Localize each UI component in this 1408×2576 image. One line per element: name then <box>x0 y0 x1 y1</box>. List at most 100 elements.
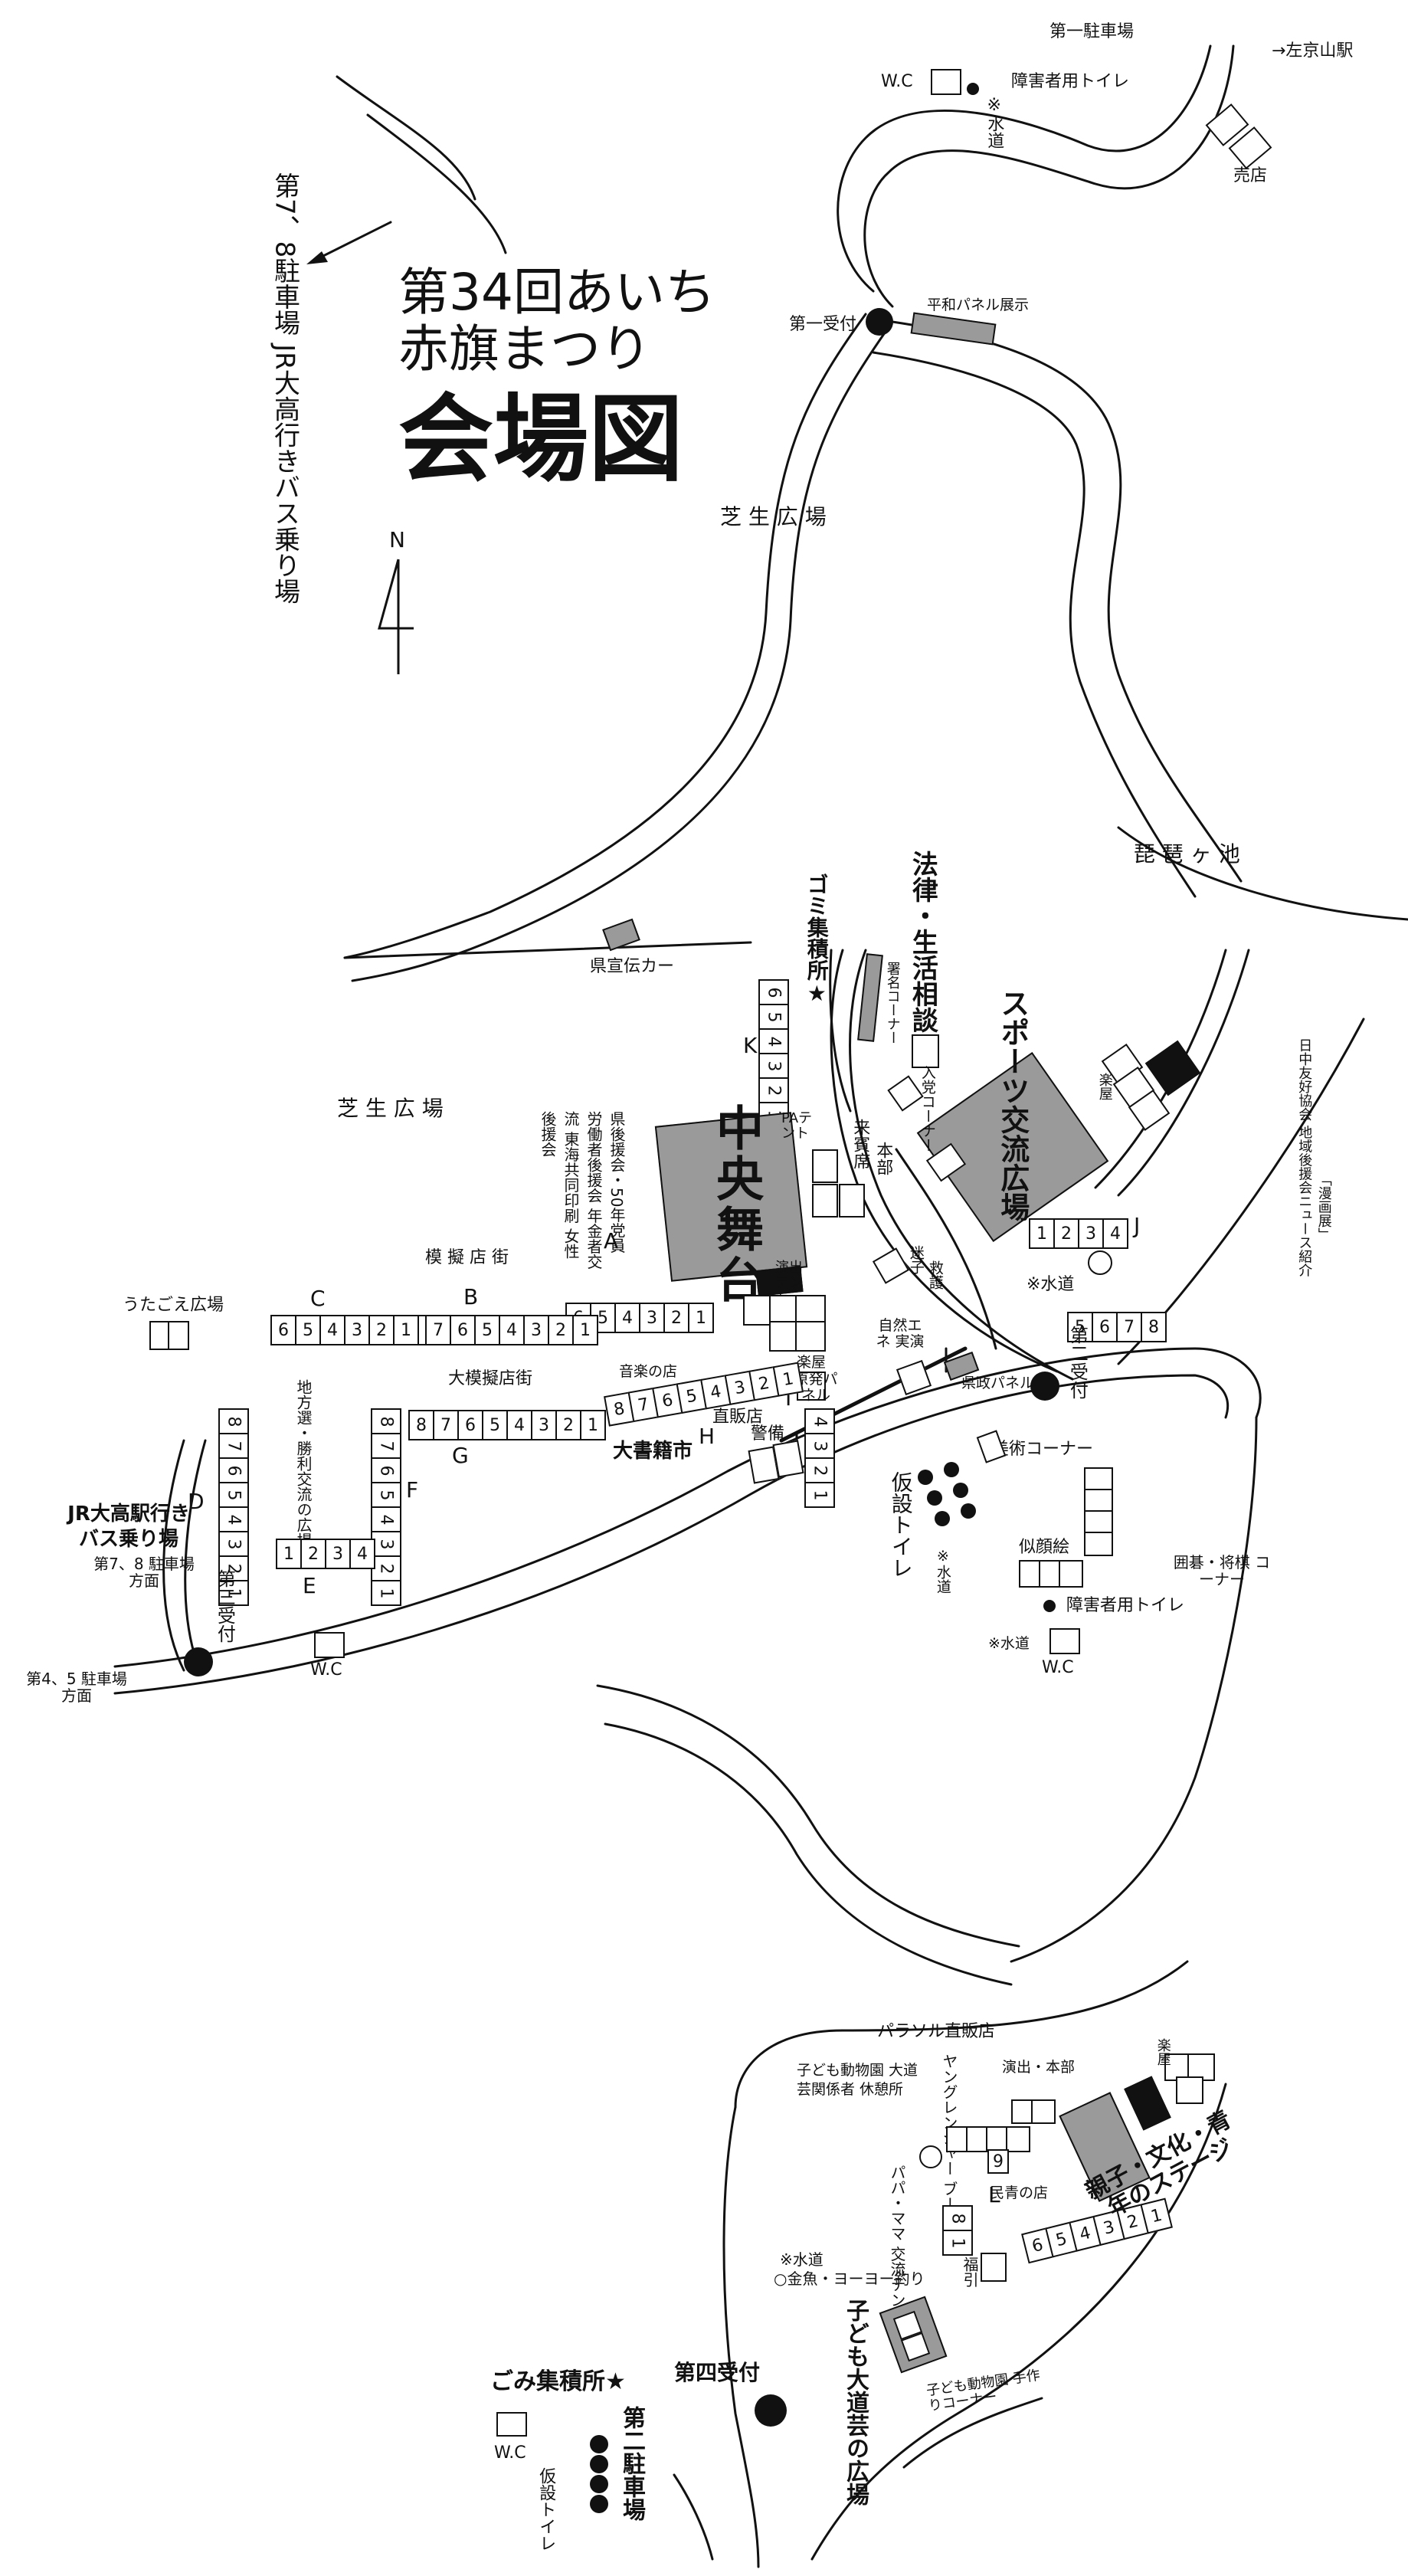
pa-tent-label: PAテント <box>781 1110 813 1142</box>
stall-J-6[interactable]: 6 <box>1092 1312 1118 1342</box>
stall-A-3[interactable]: 3 <box>639 1303 665 1333</box>
reception-2-dot <box>1030 1372 1059 1401</box>
stall-E-1[interactable]: 1 <box>276 1539 302 1569</box>
stall-row-K: 6 5 4 3 2 1 <box>758 979 789 1128</box>
stall-D-4[interactable]: 4 <box>218 1506 249 1532</box>
stall-B-4[interactable]: 4 <box>499 1315 525 1345</box>
stall-A-4[interactable]: 4 <box>614 1303 640 1333</box>
reception-1-label: 第一受付 <box>789 315 857 334</box>
stall-J-2[interactable]: 2 <box>1053 1218 1079 1249</box>
natural-energy-label: 自然エネ 実演 <box>876 1317 925 1350</box>
stall-F-8[interactable]: 8 <box>371 1408 401 1434</box>
stall-G-8[interactable]: 8 <box>408 1410 434 1440</box>
block-C-label: C <box>310 1286 326 1311</box>
stall-F-1[interactable]: 1 <box>371 1580 401 1606</box>
stall-row-C: 6 5 4 3 2 1 <box>270 1315 419 1345</box>
water-circle-j <box>1088 1250 1112 1275</box>
sakyoyama-direction: →左京山駅 <box>1272 41 1354 61</box>
guest-box-1 <box>812 1184 838 1218</box>
stall-F-4[interactable]: 4 <box>371 1506 401 1532</box>
stall-I-2[interactable]: 3 <box>804 1433 835 1459</box>
stall-row-F: 8 7 6 5 4 3 2 1 <box>371 1408 401 1606</box>
stall-C-5[interactable]: 5 <box>295 1315 321 1345</box>
hq-south-box-2 <box>1031 2099 1056 2124</box>
stall-B-6[interactable]: 6 <box>450 1315 476 1345</box>
reception-3-label: 第三受付 <box>214 1569 236 1643</box>
stall-J-3[interactable]: 3 <box>1078 1218 1104 1249</box>
reception-4-label: 第四受付 <box>674 2360 761 2385</box>
stall-K-4[interactable]: 3 <box>758 1053 789 1079</box>
stall-B-1[interactable]: 1 <box>572 1315 598 1345</box>
disabled-toilet-top-dot <box>967 83 979 95</box>
block-D-label: D <box>188 1489 205 1514</box>
stall-I-1[interactable]: 4 <box>804 1408 835 1434</box>
stall-L-9[interactable]: 9 <box>987 2149 1009 2174</box>
stall-row-B: 8 7 6 5 4 3 2 1 <box>401 1315 598 1345</box>
stall-B-5[interactable]: 5 <box>474 1315 500 1345</box>
stall-F-2[interactable]: 2 <box>371 1555 401 1581</box>
stall-D-6[interactable]: 6 <box>218 1457 249 1483</box>
stage-grid-4 <box>769 1321 800 1352</box>
stall-G-2[interactable]: 2 <box>555 1410 581 1440</box>
block-F-label: F <box>406 1477 419 1503</box>
parasol-label: パラソル直販店 <box>877 2022 996 2041</box>
stall-I-3[interactable]: 2 <box>804 1457 835 1483</box>
stall-C-3[interactable]: 3 <box>344 1315 370 1345</box>
stall-E-3[interactable]: 3 <box>325 1539 351 1569</box>
stall-F-6[interactable]: 6 <box>371 1457 401 1483</box>
stall-E-2[interactable]: 2 <box>300 1539 326 1569</box>
stall-D-1[interactable]: 1 <box>218 1580 249 1606</box>
lottery-box <box>981 2253 1007 2282</box>
stall-G-5[interactable]: 5 <box>482 1410 508 1440</box>
sports-plaza-label: スポーツ交流広場 <box>995 988 1030 1221</box>
lost-child-label: 迷子 <box>907 1245 925 1274</box>
stall-K-1[interactable]: 6 <box>758 979 789 1005</box>
stall-K-2[interactable]: 5 <box>758 1004 789 1030</box>
stall-J-1[interactable]: 1 <box>1029 1218 1055 1249</box>
stall-G-3[interactable]: 3 <box>531 1410 557 1440</box>
stall-row-J-top: 1 2 3 4 <box>1029 1218 1128 1249</box>
stall-F-3[interactable]: 3 <box>371 1531 401 1557</box>
stall-G-1[interactable]: 1 <box>580 1410 606 1440</box>
road-east-outer <box>891 320 1243 883</box>
law-consult-box <box>912 1034 939 1068</box>
reception-3-dot <box>184 1647 213 1676</box>
stall-D-8[interactable]: 8 <box>218 1408 249 1434</box>
stall-D-3[interactable]: 3 <box>218 1531 249 1557</box>
stall-L-8[interactable]: 8 <box>942 2205 973 2231</box>
stall-K-3[interactable]: 4 <box>758 1028 789 1054</box>
stall-B-7[interactable]: 7 <box>425 1315 451 1345</box>
stall-L-1s[interactable]: 1 <box>942 2230 973 2256</box>
temp-toilet-dot-4 <box>953 1483 968 1498</box>
stall-J-4[interactable]: 4 <box>1102 1218 1128 1249</box>
stall-C-2[interactable]: 2 <box>368 1315 395 1345</box>
stall-B-2[interactable]: 2 <box>548 1315 574 1345</box>
stall-F-5[interactable]: 5 <box>371 1482 401 1508</box>
stall-E-4[interactable]: 4 <box>349 1539 375 1569</box>
parasol-circle <box>919 2145 942 2168</box>
pond-shore-b <box>1117 949 1250 1197</box>
stall-C-6[interactable]: 6 <box>270 1315 296 1345</box>
wc-box-2 <box>1049 1628 1080 1654</box>
stall-A-1[interactable]: 1 <box>688 1303 714 1333</box>
stall-G-6[interactable]: 6 <box>457 1410 483 1440</box>
stall-A-2[interactable]: 2 <box>663 1303 689 1333</box>
ranger-box-4 <box>1006 2126 1030 2152</box>
stall-H-1[interactable]: 1 <box>772 1362 804 1397</box>
stall-G-7[interactable]: 7 <box>433 1410 459 1440</box>
stall-D-5[interactable]: 5 <box>218 1482 249 1508</box>
stall-F-7[interactable]: 7 <box>371 1433 401 1459</box>
stall-K-5[interactable]: 2 <box>758 1077 789 1103</box>
stall-I-4[interactable]: 1 <box>804 1482 835 1508</box>
main-stage-label: 中央舞台 <box>708 1103 764 1306</box>
stall-J-7[interactable]: 7 <box>1116 1312 1142 1342</box>
manga-exhibit-label: 「漫画展」 <box>1315 1172 1332 1241</box>
stall-D-7[interactable]: 7 <box>218 1433 249 1459</box>
stall-row-G: 8 7 6 5 4 3 2 1 <box>408 1410 606 1440</box>
stall-B-3[interactable]: 3 <box>523 1315 549 1345</box>
stall-G-4[interactable]: 4 <box>506 1410 532 1440</box>
stall-row-E: 1 2 3 4 <box>276 1539 375 1569</box>
stall-C-1[interactable]: 1 <box>393 1315 419 1345</box>
stall-C-4[interactable]: 4 <box>319 1315 345 1345</box>
stall-J-8[interactable]: 8 <box>1141 1312 1167 1342</box>
